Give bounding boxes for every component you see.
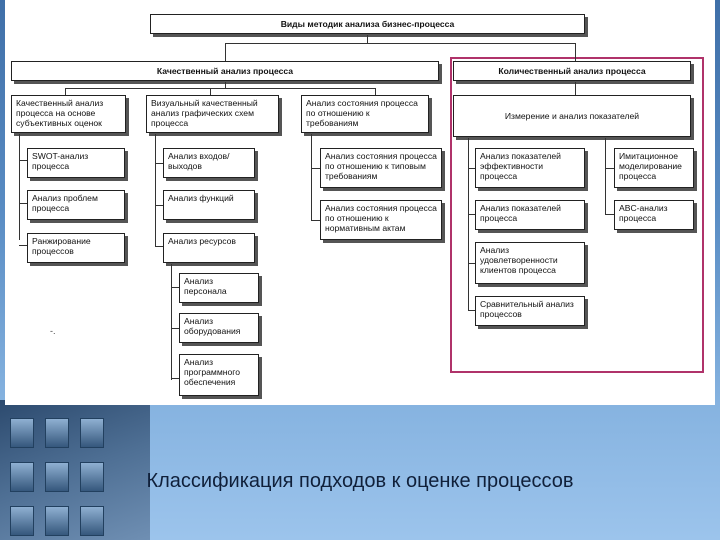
quant-item-indicators: Анализ показателей процесса [475,200,585,230]
root-node: Виды методик анализа бизнес-процесса [150,14,585,34]
col2-head: Визуальный качественный анализ графическ… [146,95,279,133]
col1-item-problems: Анализ проблем процесса [27,190,125,220]
quant-item-comparative: Сравнительный анализ процессов [475,296,585,326]
col1-head: Качественный анализ процесса на основе с… [11,95,126,133]
col2-item-functions: Анализ функций [163,190,255,220]
stray-mark: -. [50,326,56,336]
quant-item-efficiency: Анализ показателей эффективности процесс… [475,148,585,188]
col3-item-normative: Анализ состояния процесса по отношению к… [320,200,442,240]
col2-item-resources: Анализ ресурсов [163,233,255,263]
quant-item-simulation: Имитационное моделирование процесса [614,148,694,188]
quantitative-node: Количественный анализ процесса [453,61,691,81]
col2-sub-staff: Анализ персонала [179,273,259,303]
col3-head: Анализ состояния процесса по отношению к… [301,95,429,133]
background-building [0,400,150,540]
col1-item-swot: SWOT-анализ процесса [27,148,125,178]
col3-item-typical: Анализ состояния процесса по отношению к… [320,148,442,188]
quant-item-abc: ABC-анализ процесса [614,200,694,230]
quantitative-highlight-frame [450,57,704,373]
slide-caption: Классификация подходов к оценке процессо… [146,470,574,492]
quant-head: Измерение и анализ показателей [453,95,691,137]
col2-sub-equipment: Анализ оборудования [179,313,259,343]
col2-sub-software: Анализ программного обеспечения [179,354,259,396]
col1-item-ranking: Ранжирование процессов [27,233,125,263]
qualitative-node: Качественный анализ процесса [11,61,439,81]
diagram-canvas: Виды методик анализа бизнес-процесса Кач… [5,0,715,405]
col2-item-io: Анализ входов/выходов [163,148,255,178]
quant-item-satisfaction: Анализ удовлетворенности клиентов процес… [475,242,585,284]
